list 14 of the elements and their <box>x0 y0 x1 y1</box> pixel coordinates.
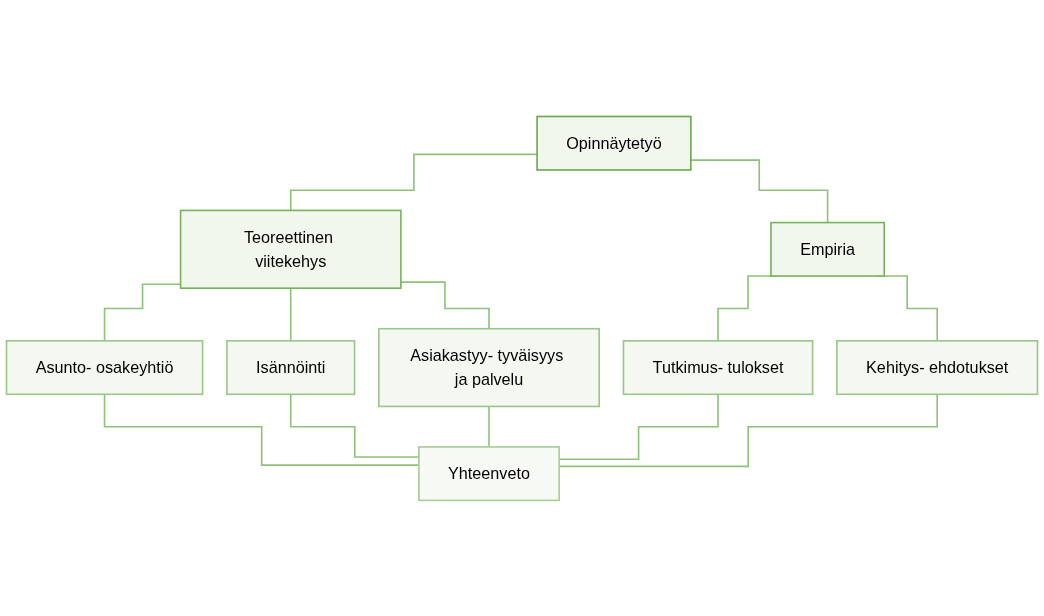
connector <box>289 153 538 211</box>
node-box: Tutkimus- tulokset <box>622 339 814 395</box>
node-box: Isännöinti <box>226 339 356 395</box>
node-box: Yhteenveto <box>418 445 560 501</box>
node-box: Empiria <box>770 221 886 277</box>
connector <box>488 405 490 448</box>
node-box: Asunto- osakeyhtiö <box>5 339 204 395</box>
node-box: Asiakastyy- tyväisyys ja palvelu <box>378 327 600 407</box>
connector <box>400 280 490 330</box>
node-box: Kehitys- ehdotukset <box>836 339 1039 395</box>
connector <box>690 158 829 223</box>
connector <box>289 286 292 342</box>
node-box: Teoreettinen viitekehys <box>179 209 402 289</box>
node-box: Opinnäytetyö <box>536 115 692 171</box>
